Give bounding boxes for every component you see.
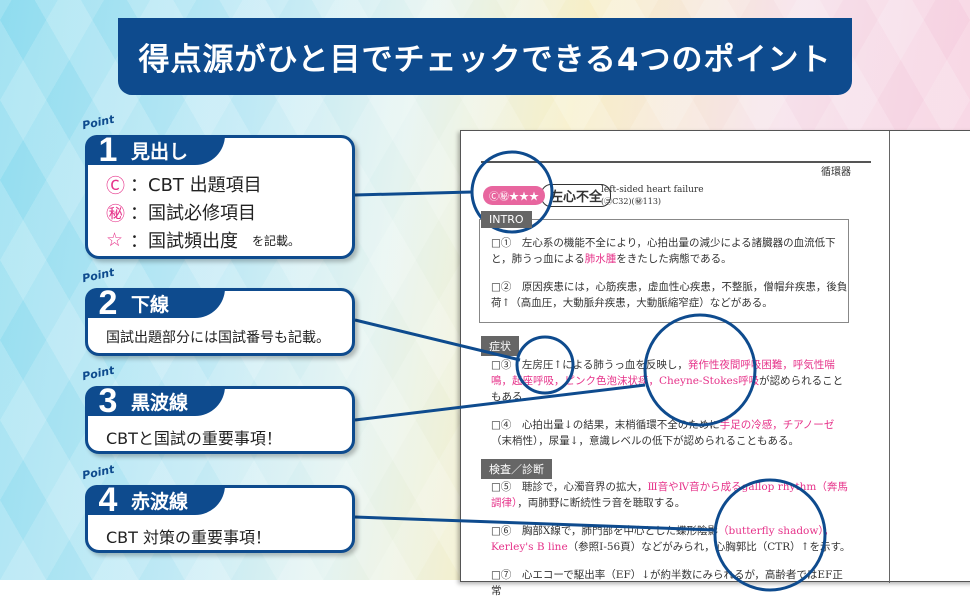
paragraph-5: □⑤ 聴診で，心濁音界の拡大，Ⅲ音やⅣ音から成るgallop rhythm（奔馬… [491,481,848,509]
paragraph-2: □② 原因疾患には，心筋疾患，虚血性心疾患，不整脈，僧帽弁疾患，後負荷↑（高血圧… [491,281,848,309]
legend-row-frequency: ☆ ：国試頻出度を記載。 [106,226,352,254]
point-title: 見出し [131,140,189,163]
section-diagnosis: 検査／診断 [481,459,552,479]
paragraph-6: □⑥ 胸部X線で，肺門部を中心とした蝶形陰影（butterfly shadow）… [491,525,851,553]
heading-tag: Ⓒ㊙★★★ [483,186,545,205]
textbook-page: 循環器 Ⓒ㊙★★★ 左心不全 left-sided heart failure … [460,130,970,597]
point-number: 4 [98,480,118,519]
point-tab: 1 見出し [85,131,225,169]
paragraph-3: □③ 左房圧↑による肺うっ血を反映し，発作性夜間呼吸困難，呼気性喘鳴，起座呼吸，… [491,359,844,403]
legend-row-required: ㊙：国試必修項目 [106,198,352,226]
section-intro: INTRO [481,211,532,228]
point-number: 1 [98,130,118,169]
heading-en: left-sided heart failure [601,185,704,195]
page-title: 得点源がひと目でチェックできる4つのポイント [118,18,852,95]
cbt-mark-icon: Ⓒ [106,174,126,197]
point-number: 2 [98,283,118,322]
legend-text: ：国試頻出度 [130,231,238,252]
legend-text: ：CBT 出題項目 [130,175,262,196]
point-tab: 2 下線 [85,284,225,322]
section-symptoms: 症状 [481,336,519,356]
point-tab: 3 黒波線 [85,382,225,420]
point-title: 赤波線 [131,490,189,513]
point-title: 黒波線 [131,391,189,414]
page-divider [889,131,890,583]
point-text: CBTと国試の重要事項！ [106,429,282,448]
star-icon: ☆ [106,229,124,251]
point-text: 国試出題部分には国試番号も記載。 [106,330,330,346]
legend-row-cbt: Ⓒ：CBT 出題項目 [106,170,352,198]
paragraph-7: □⑦ 心エコーで駆出率（EF）↓が約半数にみられるが，高齢者ではEF正常 [491,569,843,597]
point-title: 下線 [131,293,170,316]
legend-suffix: を記載。 [252,233,301,248]
chapter-header: 循環器 [821,167,851,178]
header-rule [481,161,871,163]
point-number: 3 [98,381,118,420]
required-mark-icon: ㊙ [106,202,126,225]
heading-refs: (㊂C32)(㊙113) [601,197,662,206]
paragraph-4: □④ 心拍出量↓の結果，末梢循環不全のために手足の冷感，チアノーゼ（末梢性），尿… [491,419,835,447]
point-tab: 4 赤波線 [85,481,225,519]
point-text: CBT 対策の重要事項！ [106,528,272,547]
paragraph-1: □① 左心系の機能不全により，心拍出量の減少による諸臓器の血流低下と，肺うっ血に… [491,237,836,265]
legend-text: ：国試必修項目 [130,203,256,224]
